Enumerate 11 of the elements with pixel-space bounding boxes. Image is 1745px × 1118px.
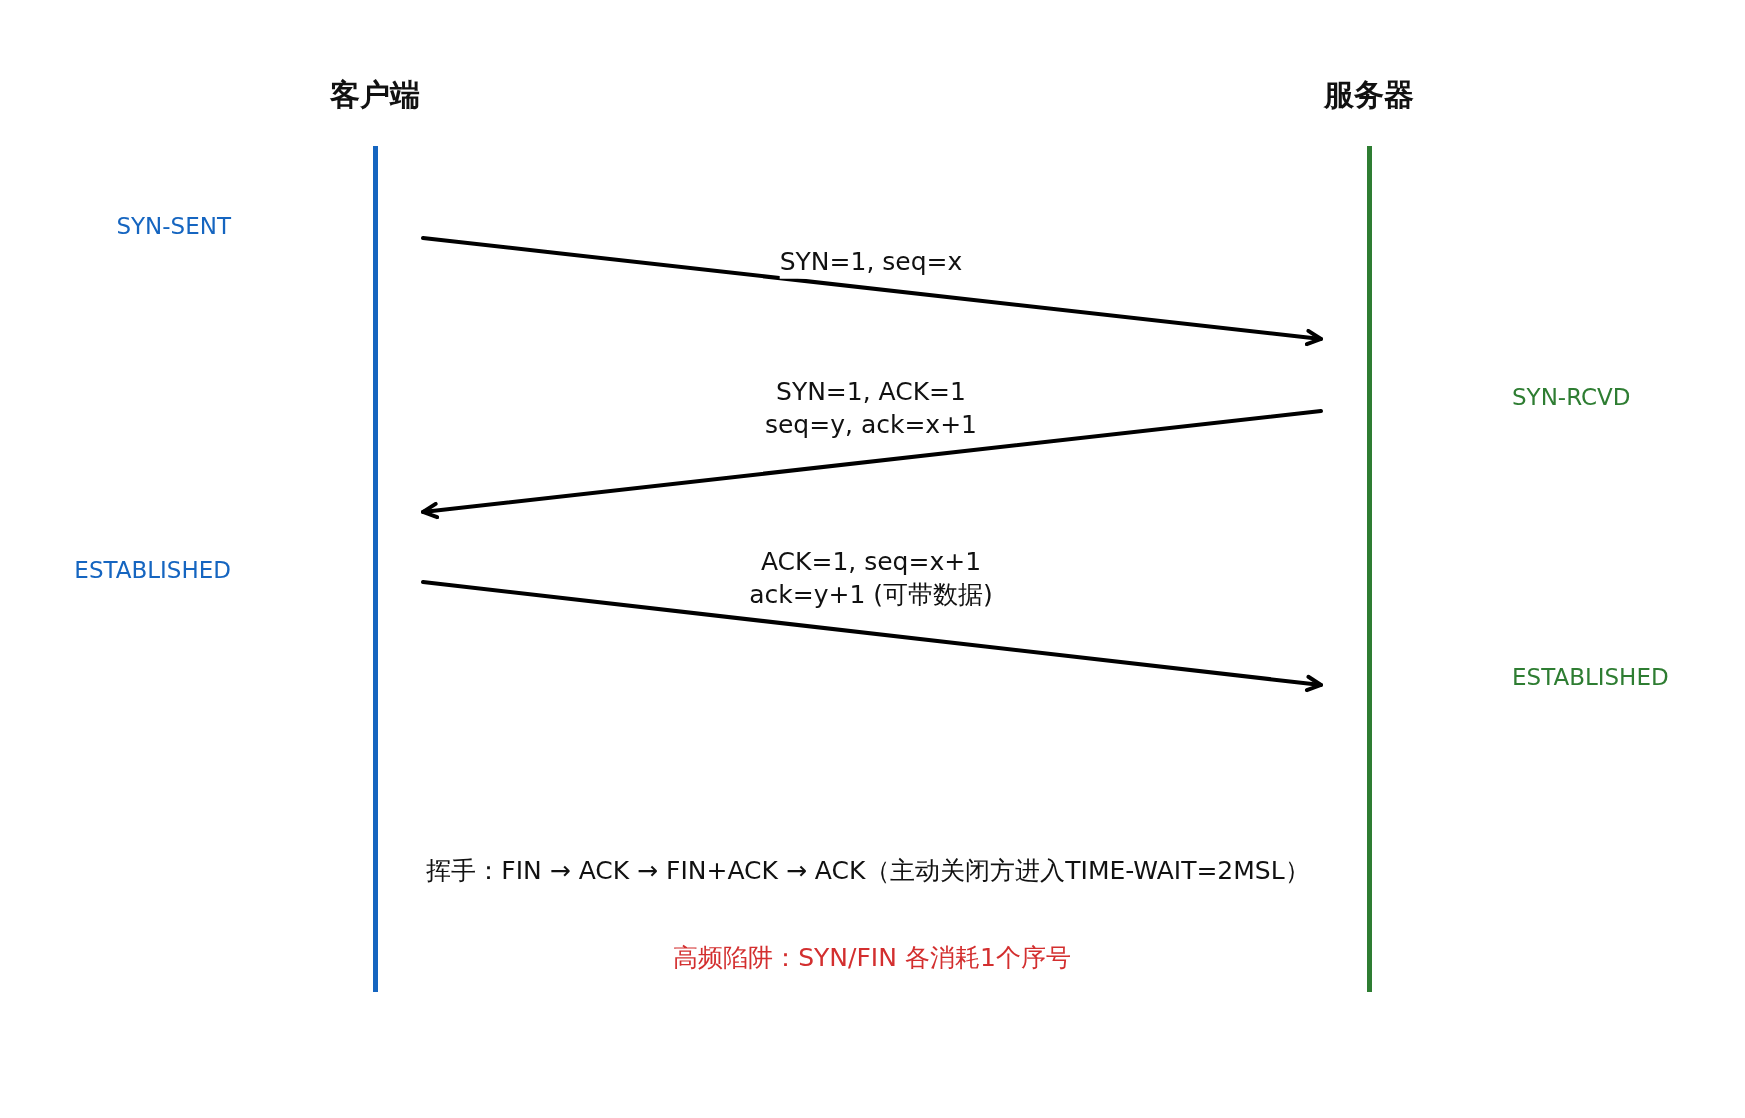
message-arrow [421, 580, 1323, 693]
state-label: SYN-RCVD [1512, 383, 1631, 413]
state-label: ESTABLISHED [1512, 663, 1669, 693]
lifeline-heading: 客户端 [329, 76, 421, 114]
warning-note: 高频陷阱：SYN/FIN 各消耗1个序号 [673, 941, 1071, 974]
state-label: SYN-SENT [116, 212, 231, 242]
note-text: 挥手：FIN → ACK → FIN+ACK → ACK（主动关闭方进入TIME-WAIT=2MSL） [426, 854, 1310, 887]
message-arrow [421, 236, 1323, 347]
message-arrow [421, 409, 1323, 520]
lifeline-heading: 服务器 [1322, 76, 1415, 114]
state-label: ESTABLISHED [74, 556, 231, 586]
